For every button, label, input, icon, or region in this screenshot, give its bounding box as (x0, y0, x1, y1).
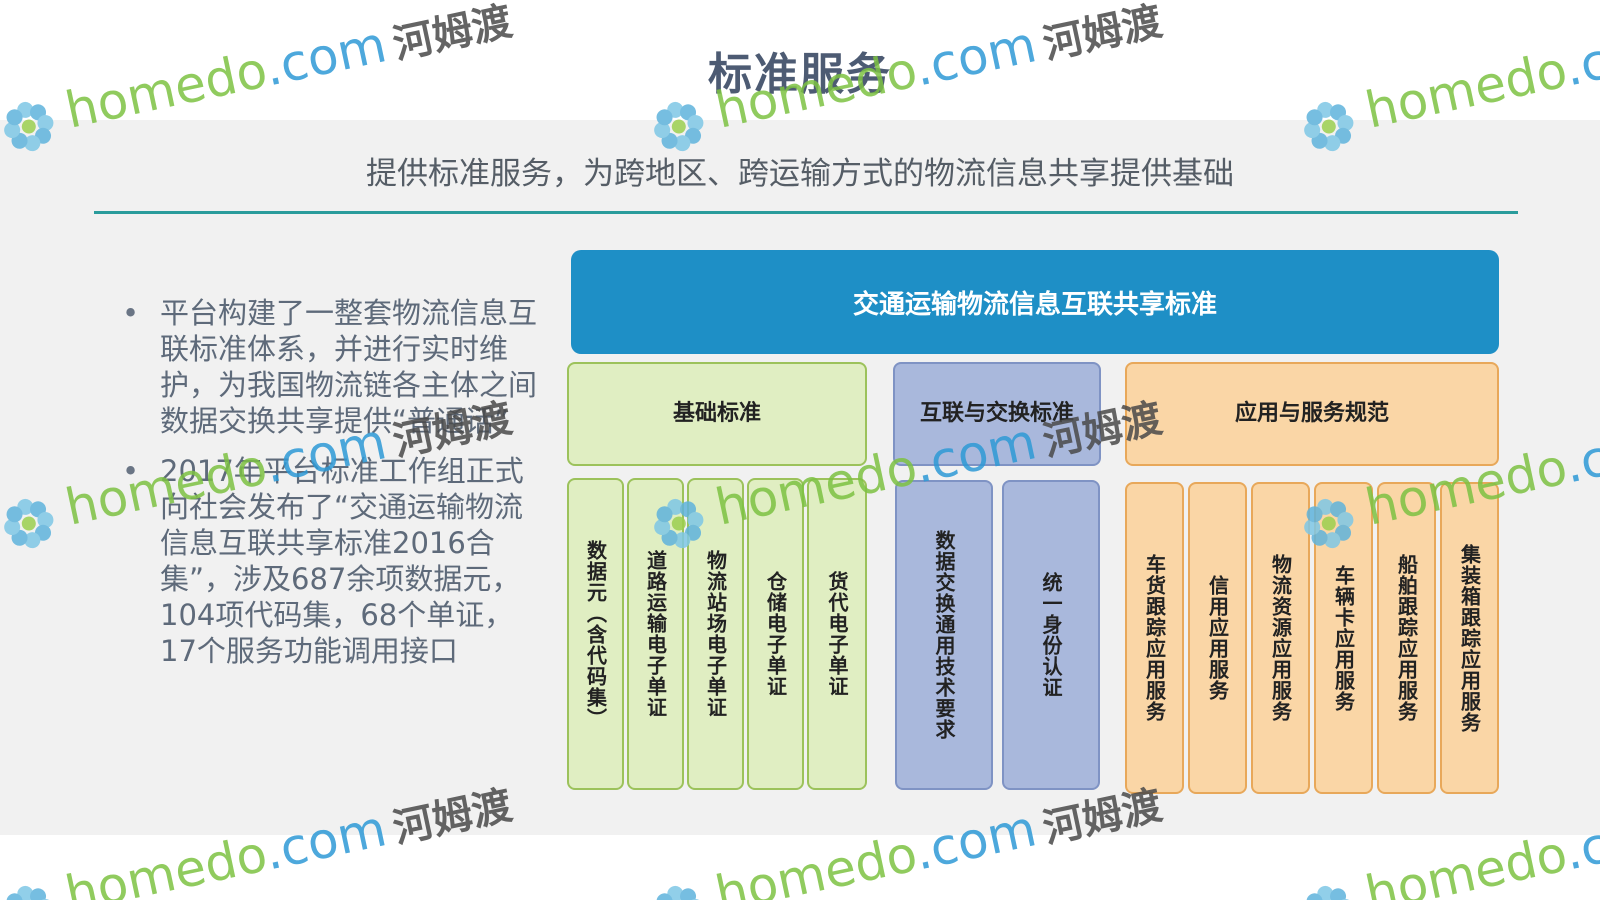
bullet-list: • 平台构建了一整套物流信息互联标准体系，并进行实时维护，为我国物流链各主体之间数… (118, 295, 538, 683)
divider-line (94, 211, 1518, 214)
bullet-item: • 2017年平台标准工作组正式向社会发布了“交通运输物流信息互联共享标准2016… (118, 453, 538, 669)
application-item: 车辆卡应用服务 (1314, 482, 1373, 794)
basic-item: 物流站场电子单证 (687, 478, 744, 790)
basic-item-label: 数据元（含代码集） (583, 539, 608, 729)
page-subtitle: 提供标准服务，为跨地区、跨运输方式的物流信息共享提供基础 (366, 156, 1234, 192)
exchange-item: 统一身份认证 (1002, 480, 1100, 790)
basic-item: 道路运输电子单证 (627, 478, 684, 790)
application-item: 物流资源应用服务 (1251, 482, 1310, 794)
category-exchange-standards: 互联与交换标准 (893, 362, 1101, 466)
category-application-standards: 应用与服务规范 (1125, 362, 1499, 466)
basic-item-label: 物流站场电子单证 (703, 550, 728, 718)
bullet-icon: • (122, 296, 140, 330)
basic-item-label: 道路运输电子单证 (643, 550, 668, 718)
application-item-label: 集装箱跟踪应用服务 (1457, 543, 1482, 733)
basic-item-label: 货代电子单证 (825, 571, 849, 697)
bullet-icon: • (122, 453, 139, 489)
exchange-item-label: 数据交换通用技术要求 (932, 530, 956, 740)
basic-item: 数据元（含代码集） (567, 478, 624, 790)
basic-item: 仓储电子单证 (747, 478, 804, 790)
application-item: 信用应用服务 (1188, 482, 1247, 794)
exchange-item-label: 统一身份认证 (1039, 572, 1063, 698)
bullet-text: 2017年平台标准工作组正式向社会发布了“交通运输物流信息互联共享标准2016合… (160, 454, 524, 668)
application-item: 集装箱跟踪应用服务 (1440, 482, 1499, 794)
standard-top-banner: 交通运输物流信息互联共享标准 (571, 250, 1499, 354)
application-item-label: 信用应用服务 (1205, 575, 1230, 701)
application-item-label: 船舶跟踪应用服务 (1394, 554, 1419, 722)
page-title: 标准服务 (0, 38, 1600, 102)
application-item: 船舶跟踪应用服务 (1377, 482, 1436, 794)
bullet-text: 平台构建了一整套物流信息互联标准体系，并进行实时维护，为我国物流链各主体之间数据… (160, 296, 538, 438)
basic-item: 货代电子单证 (807, 478, 867, 790)
basic-item-label: 仓储电子单证 (763, 571, 788, 697)
application-item-label: 车货跟踪应用服务 (1142, 554, 1167, 722)
exchange-item: 数据交换通用技术要求 (895, 480, 993, 790)
category-basic-standards: 基础标准 (567, 362, 867, 466)
application-item-label: 物流资源应用服务 (1268, 554, 1293, 722)
application-item-label: 车辆卡应用服务 (1331, 564, 1356, 712)
application-item: 车货跟踪应用服务 (1125, 482, 1184, 794)
bullet-item: • 平台构建了一整套物流信息互联标准体系，并进行实时维护，为我国物流链各主体之间数… (118, 295, 538, 439)
